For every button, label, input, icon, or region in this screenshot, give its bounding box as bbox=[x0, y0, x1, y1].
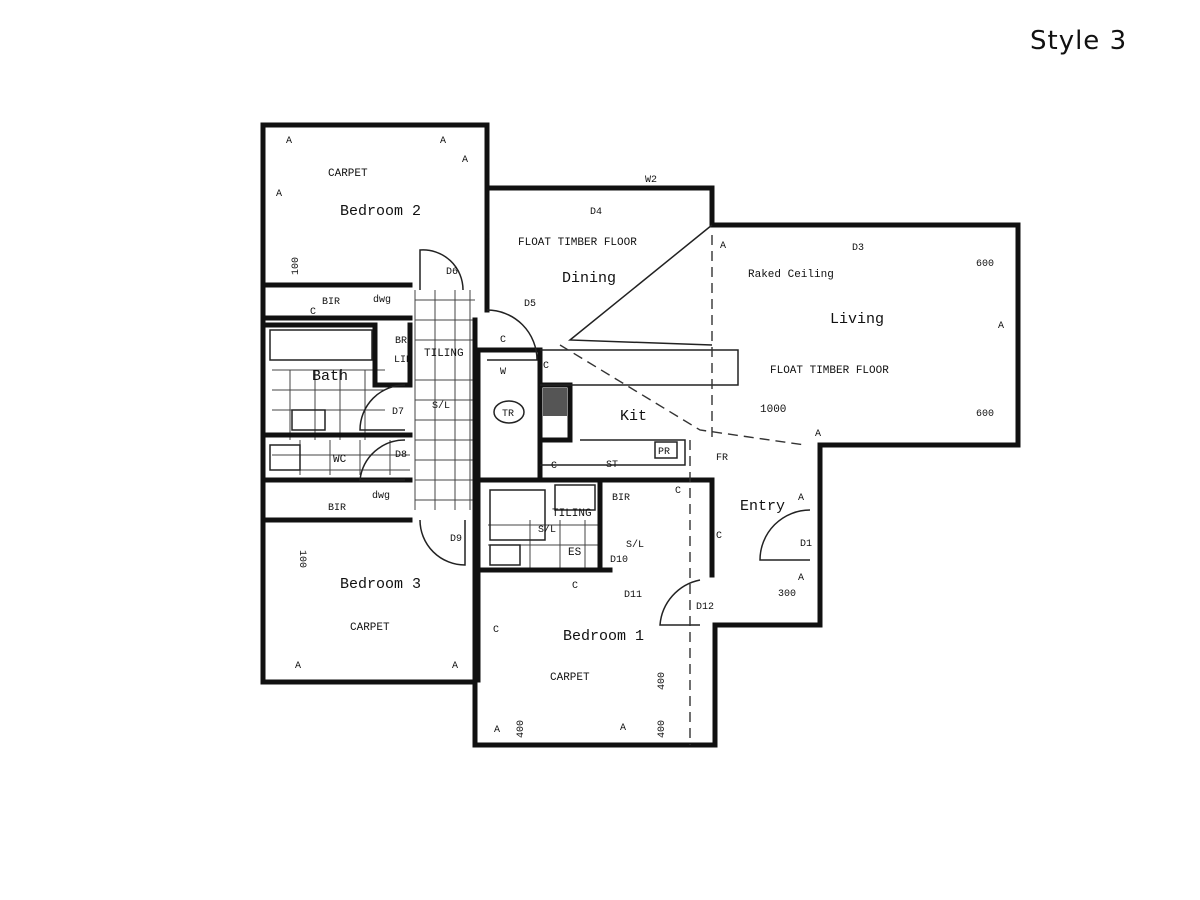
bir-label: BIR bbox=[612, 493, 630, 504]
window-label: W2 bbox=[645, 175, 657, 186]
c-marker: C bbox=[551, 461, 557, 472]
dimension-label: 300 bbox=[778, 589, 796, 600]
bir-label: BIR bbox=[322, 297, 340, 308]
dwg-label: dwg bbox=[373, 294, 391, 306]
tr-icon bbox=[493, 400, 525, 424]
cooktop-icon bbox=[543, 388, 567, 416]
lin-label: LIN bbox=[394, 355, 412, 366]
skylight-label: S/L bbox=[538, 524, 556, 536]
dimension-label: 600 bbox=[976, 409, 994, 420]
dimension-label: 100 bbox=[291, 257, 302, 275]
dimension-label: 600 bbox=[976, 259, 994, 270]
br-label: BR bbox=[395, 336, 407, 347]
skylight-label: S/L bbox=[626, 539, 644, 551]
door-label: D9 bbox=[450, 534, 462, 545]
room-label-entry: Entry bbox=[740, 498, 785, 515]
dimension-label: 400 bbox=[657, 672, 668, 690]
flooring-label: TILING bbox=[552, 508, 592, 520]
ceiling-label: Raked Ceiling bbox=[748, 269, 834, 281]
door-label: D6 bbox=[446, 267, 458, 278]
dimension-label: 100 bbox=[296, 550, 307, 568]
ceiling-lines bbox=[559, 224, 806, 745]
room-label-bedroom3: Bedroom 3 bbox=[340, 576, 421, 593]
c-marker: C bbox=[675, 486, 681, 497]
dimension-label: 1000 bbox=[760, 404, 786, 416]
a-marker: A bbox=[440, 136, 446, 147]
a-marker: A bbox=[494, 725, 500, 736]
a-marker: A bbox=[815, 429, 821, 440]
door-label: D12 bbox=[696, 602, 714, 613]
skylight-label: S/L bbox=[432, 400, 450, 412]
walls bbox=[260, 122, 1021, 748]
door-label: D3 bbox=[852, 243, 864, 254]
a-marker: A bbox=[620, 723, 626, 734]
door-label: D1 bbox=[800, 539, 812, 550]
door-label: D10 bbox=[610, 555, 628, 566]
room-label-bath: Bath bbox=[312, 368, 348, 385]
room-label-kit: Kit bbox=[620, 408, 647, 425]
a-marker: A bbox=[286, 136, 292, 147]
c-marker: C bbox=[716, 531, 722, 542]
pr-box bbox=[654, 441, 678, 459]
flooring-label: CARPET bbox=[550, 672, 590, 684]
a-marker: A bbox=[462, 155, 468, 166]
door-swings bbox=[359, 249, 811, 626]
c-marker: C bbox=[572, 581, 578, 592]
flooring-label: FLOAT TIMBER FLOOR bbox=[770, 365, 889, 377]
room-label-bedroom2: Bedroom 2 bbox=[340, 203, 421, 220]
flooring-label: CARPET bbox=[328, 168, 368, 180]
door-label: D11 bbox=[624, 590, 642, 601]
st-label: ST bbox=[606, 460, 618, 471]
door-label: D7 bbox=[392, 407, 404, 418]
flooring-label: TILING bbox=[424, 348, 464, 360]
c-marker: C bbox=[484, 233, 490, 244]
room-label-bedroom1: Bedroom 1 bbox=[563, 628, 644, 645]
a-marker: A bbox=[998, 321, 1004, 332]
room-label-wc: WC bbox=[333, 454, 347, 466]
room-label-living: Living bbox=[830, 311, 884, 328]
pr-label: PR bbox=[658, 447, 670, 458]
w-label: W bbox=[500, 367, 506, 378]
a-marker: A bbox=[798, 573, 804, 584]
a-marker: A bbox=[295, 661, 301, 672]
door-label: D5 bbox=[524, 299, 536, 310]
dimension-label: 400 bbox=[516, 720, 527, 738]
flooring-label: CARPET bbox=[350, 622, 390, 634]
c-marker: C bbox=[500, 335, 506, 346]
c-marker: C bbox=[310, 307, 316, 318]
dwg-label: dwg bbox=[372, 490, 390, 502]
room-label-dining: Dining bbox=[562, 270, 616, 287]
bir-label: BIR bbox=[328, 503, 346, 514]
room-label-es: ES bbox=[568, 547, 582, 559]
a-marker: A bbox=[452, 661, 458, 672]
a-marker: A bbox=[798, 493, 804, 504]
tr-label: TR bbox=[502, 409, 514, 420]
a-marker: A bbox=[276, 189, 282, 200]
a-marker: A bbox=[720, 241, 726, 252]
dimension-label: 400 bbox=[657, 720, 668, 738]
flooring-label: FLOAT TIMBER FLOOR bbox=[518, 237, 637, 249]
c-marker: C bbox=[543, 361, 549, 372]
door-label: D8 bbox=[395, 450, 407, 461]
fr-label: FR bbox=[716, 453, 728, 464]
page-title: Style 3 bbox=[1030, 26, 1128, 56]
door-label: D4 bbox=[590, 207, 602, 218]
c-marker: C bbox=[493, 625, 499, 636]
